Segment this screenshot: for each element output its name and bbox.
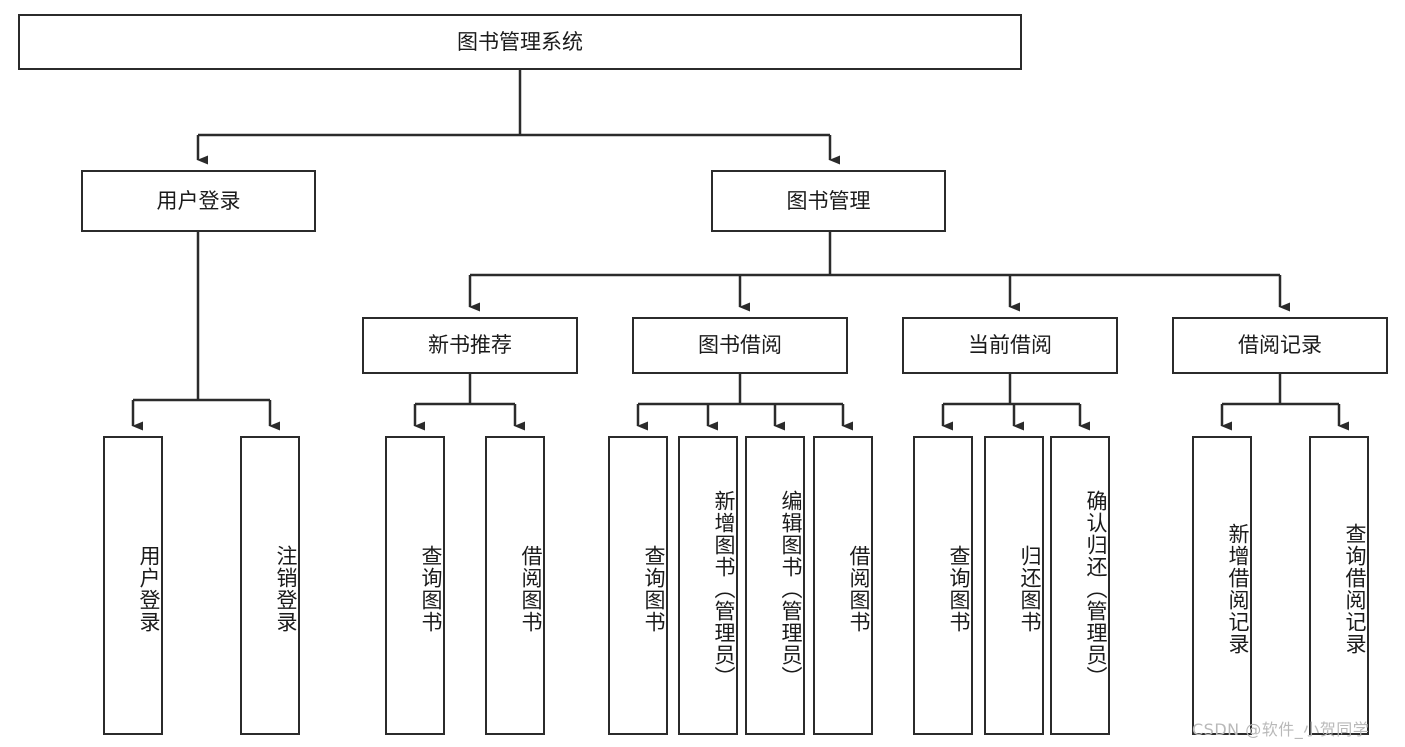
node-label: 当前借阅: [968, 333, 1052, 358]
node-label: 用户登录: [156, 188, 241, 213]
leaf-node[interactable]: 用户登录: [103, 436, 163, 735]
node-label: 编辑图书（管理员）: [779, 489, 803, 688]
node-current-borrow[interactable]: 当前借阅: [902, 317, 1118, 374]
node-label: 新增借阅记录: [1226, 522, 1250, 655]
leaf-node[interactable]: 查询图书: [608, 436, 668, 735]
leaf-node[interactable]: 借阅图书: [813, 436, 873, 735]
node-borrow-records[interactable]: 借阅记录: [1172, 317, 1388, 374]
node-label: 借阅图书: [847, 544, 871, 633]
node-label: 图书管理: [786, 188, 871, 213]
csdn-watermark: CSDN @软件_小贺同学: [1192, 720, 1370, 739]
node-new-book-recommend[interactable]: 新书推荐: [362, 317, 578, 374]
leaf-node[interactable]: 借阅图书: [485, 436, 545, 735]
node-root-system[interactable]: 图书管理系统: [18, 14, 1022, 70]
leaf-node[interactable]: 查询借阅记录: [1309, 436, 1369, 735]
node-label: 归还图书: [1018, 544, 1042, 633]
node-label: 新书推荐: [428, 333, 512, 358]
node-label: 注销登录: [274, 544, 298, 633]
node-label: 用户登录: [137, 544, 161, 633]
node-book-borrow[interactable]: 图书借阅: [632, 317, 848, 374]
leaf-node[interactable]: 注销登录: [240, 436, 300, 735]
node-label: 图书借阅: [698, 333, 782, 358]
node-label: 确认归还（管理员）: [1084, 489, 1108, 688]
leaf-node[interactable]: 编辑图书（管理员）: [745, 436, 805, 735]
node-label: 查询图书: [419, 544, 443, 633]
leaf-node[interactable]: 查询图书: [385, 436, 445, 735]
leaf-node[interactable]: 新增图书（管理员）: [678, 436, 738, 735]
leaf-node[interactable]: 新增借阅记录: [1192, 436, 1252, 735]
leaf-node[interactable]: 查询图书: [913, 436, 973, 735]
node-label: 借阅图书: [519, 544, 543, 633]
node-book-management[interactable]: 图书管理: [711, 170, 946, 232]
leaf-node[interactable]: 确认归还（管理员）: [1050, 436, 1110, 735]
node-label: 查询图书: [642, 544, 666, 633]
node-label: 新增图书（管理员）: [712, 489, 736, 688]
node-label: 查询借阅记录: [1343, 522, 1367, 655]
node-label: 图书管理系统: [457, 29, 583, 54]
leaf-node[interactable]: 归还图书: [984, 436, 1044, 735]
node-user-login[interactable]: 用户登录: [81, 170, 316, 232]
node-label: 查询图书: [947, 544, 971, 633]
node-label: 借阅记录: [1238, 333, 1322, 358]
